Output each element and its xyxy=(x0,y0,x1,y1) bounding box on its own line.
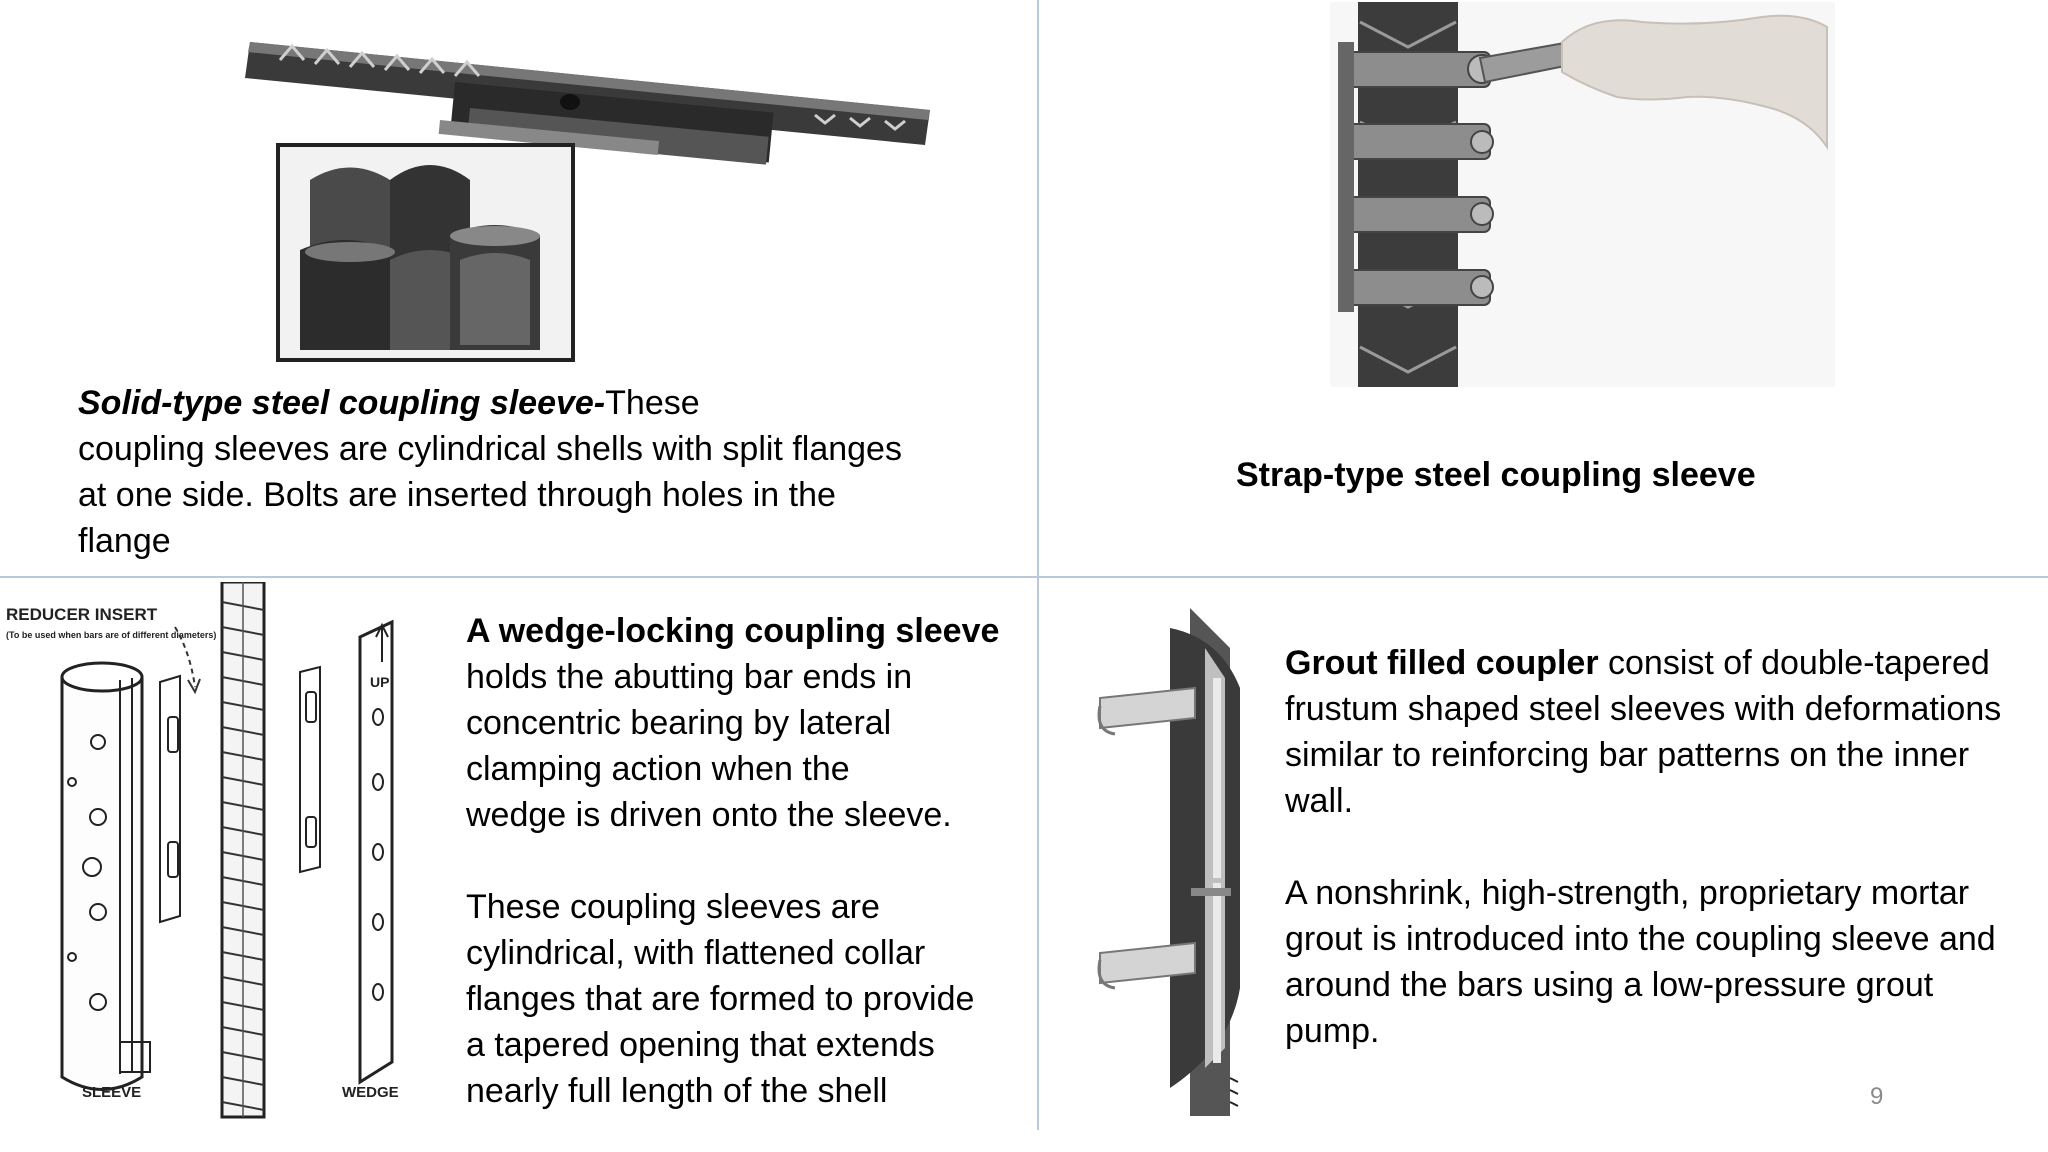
grout-para2-line: grout is introduced into the coupling sl… xyxy=(1285,920,1996,958)
wedge-sleeve-description: A wedge-locking coupling sleeve holds th… xyxy=(466,608,1026,1114)
wedge-para2-line: a tapered opening that extends xyxy=(466,1026,935,1064)
sleeve-label: SLEEVE xyxy=(82,1084,141,1101)
reducer-insert-label: REDUCER INSERT xyxy=(6,605,158,624)
grout-para2-line: A nonshrink, high-strength, proprietary … xyxy=(1285,874,1970,912)
strap-sleeve-caption: Strap-type steel coupling sleeve xyxy=(1236,456,1756,494)
wedge-para2-line: nearly full length of the shell xyxy=(466,1072,888,1110)
grout-para1-line: wall. xyxy=(1285,782,1354,820)
wedge-para2-line: cylindrical, with flattened collar xyxy=(466,934,926,972)
solid-sleeve-line-2: coupling sleeves are cylindrical shells … xyxy=(78,430,902,468)
reducer-insert-note: (To be used when bars are of different d… xyxy=(6,630,216,640)
vertical-divider xyxy=(1037,0,1039,1130)
solid-sleeve-title: Solid-type steel coupling sleeve- xyxy=(78,384,606,422)
grout-coupler-photo xyxy=(1095,608,1290,1116)
strap-sleeve-photo xyxy=(1330,2,1835,387)
wedge-para2-line: flanges that are formed to provide xyxy=(466,980,975,1018)
wedge-para1-line: concentric bearing by lateral xyxy=(466,704,892,742)
grout-coupler-description: Grout filled coupler consist of double-t… xyxy=(1285,640,2045,1054)
wedge-para1-line: wedge is driven onto the sleeve. xyxy=(466,796,952,834)
wedge-up-label: UP xyxy=(370,674,389,690)
page-number: 9 xyxy=(1870,1083,1884,1110)
wedge-label: WEDGE xyxy=(342,1084,399,1101)
wedge-sleeve-title: A wedge-locking coupling sleeve xyxy=(466,612,1000,650)
wedge-sleeve-drawing: REDUCER INSERT (To be used when bars are… xyxy=(0,582,440,1122)
solid-sleeve-photo xyxy=(240,20,940,365)
grout-para1-first: consist of double-tapered xyxy=(1598,644,1990,682)
grout-para1-line: similar to reinforcing bar patterns on t… xyxy=(1285,736,1970,774)
grout-para2-line: around the bars using a low-pressure gro… xyxy=(1285,966,1934,1004)
solid-sleeve-description: Solid-type steel coupling sleeve-These c… xyxy=(78,380,978,564)
wedge-para2-line: These coupling sleeves are xyxy=(466,888,880,926)
solid-sleeve-line-3: at one side. Bolts are inserted through … xyxy=(78,476,836,514)
grout-coupler-title: Grout filled coupler xyxy=(1285,644,1599,682)
grout-para1-line: frustum shaped steel sleeves with deform… xyxy=(1285,690,2002,728)
wedge-para1-line: holds the abutting bar ends in xyxy=(466,658,913,696)
horizontal-divider xyxy=(0,576,2048,578)
solid-sleeve-line-4: flange xyxy=(78,522,171,560)
solid-sleeve-body-first: These xyxy=(605,384,700,422)
grout-para2-line: pump. xyxy=(1285,1012,1380,1050)
wedge-para1-line: clamping action when the xyxy=(466,750,850,788)
